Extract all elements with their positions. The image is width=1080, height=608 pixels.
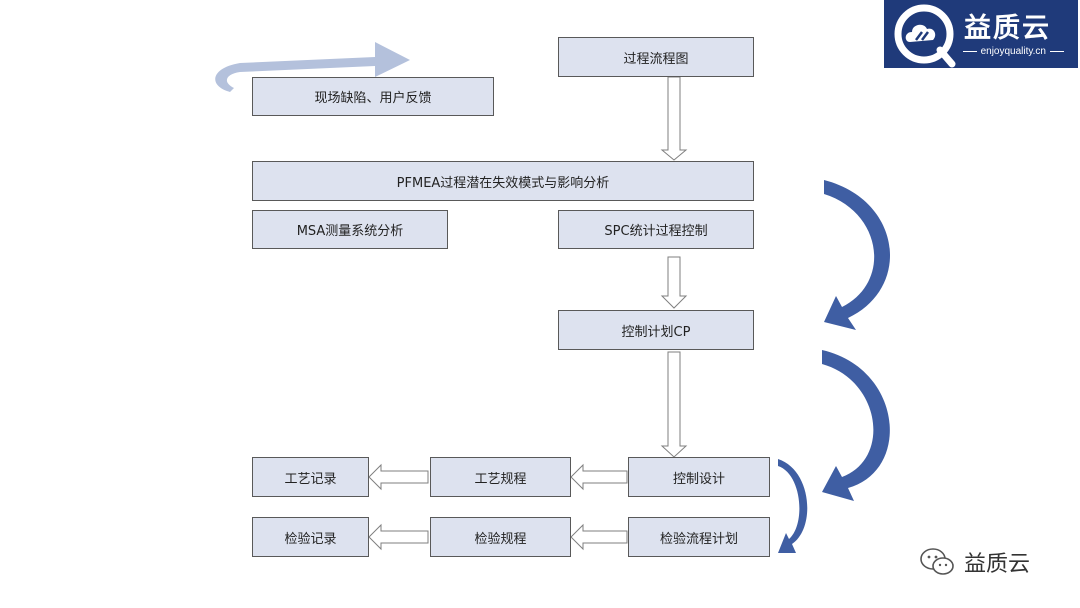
- logo-subtitle-text: enjoyquality.cn: [980, 46, 1046, 57]
- inspection-plan-box: 检验流程计划: [628, 517, 770, 557]
- curved-arrow-pfmea-to-cp: [824, 180, 891, 330]
- feedback-curved-arrow: [215, 42, 410, 92]
- process-spec-box: 工艺规程: [430, 457, 571, 497]
- process-flow-chart-box: 过程流程图: [558, 37, 754, 77]
- process-record-label: 工艺记录: [284, 471, 337, 487]
- logo-subtitle: enjoyquality.cn: [884, 46, 1074, 57]
- process-record-box: 工艺记录: [252, 457, 369, 497]
- wechat-icon: [920, 548, 954, 575]
- control-design-box: 控制设计: [628, 457, 770, 497]
- arrow-flow-to-pfmea: [660, 76, 688, 161]
- arrow-design-to-spec: [570, 463, 628, 491]
- inspection-record-box: 检验记录: [252, 517, 369, 557]
- brand-logo: 益质云 enjoyquality.cn: [884, 0, 1078, 68]
- arrow-spc-to-cp: [660, 256, 688, 309]
- watermark: 益质云: [918, 542, 1030, 582]
- process-flow-chart-label: 过程流程图: [623, 51, 689, 67]
- curved-arrow-design-to-plan: [778, 459, 808, 553]
- logo-title: 益质云: [964, 13, 1051, 44]
- inspection-spec-box: 检验规程: [430, 517, 571, 557]
- control-plan-label: 控制计划CP: [621, 324, 691, 340]
- spc-label: SPC统计过程控制: [604, 224, 708, 239]
- inspection-plan-label: 检验流程计划: [659, 531, 738, 547]
- arrow-cp-to-design: [660, 351, 688, 458]
- control-plan-box: 控制计划CP: [558, 310, 754, 350]
- pfmea-box: PFMEA过程潜在失效模式与影响分析: [252, 161, 754, 201]
- arrow-spec-to-record: [368, 463, 429, 491]
- cloud-q-icon: [894, 4, 956, 68]
- pfmea-label: PFMEA过程潜在失效模式与影响分析: [396, 175, 610, 191]
- inspection-spec-label: 检验规程: [474, 531, 527, 547]
- arrow-inspspec-to-insprecord: [368, 523, 429, 551]
- curved-arrow-cp-to-design: [822, 350, 890, 501]
- field-defects-box: 现场缺陷、用户反馈: [252, 77, 494, 116]
- inspection-record-label: 检验记录: [284, 531, 337, 547]
- msa-box: MSA测量系统分析: [252, 210, 448, 249]
- spc-box: SPC统计过程控制: [558, 210, 754, 249]
- process-spec-label: 工艺规程: [474, 471, 527, 487]
- control-design-label: 控制设计: [672, 471, 725, 487]
- msa-label: MSA测量系统分析: [296, 224, 404, 239]
- arrow-plan-to-inspspec: [570, 523, 628, 551]
- field-defects-label: 现场缺陷、用户反馈: [314, 91, 432, 106]
- watermark-text: 益质云: [964, 552, 1031, 577]
